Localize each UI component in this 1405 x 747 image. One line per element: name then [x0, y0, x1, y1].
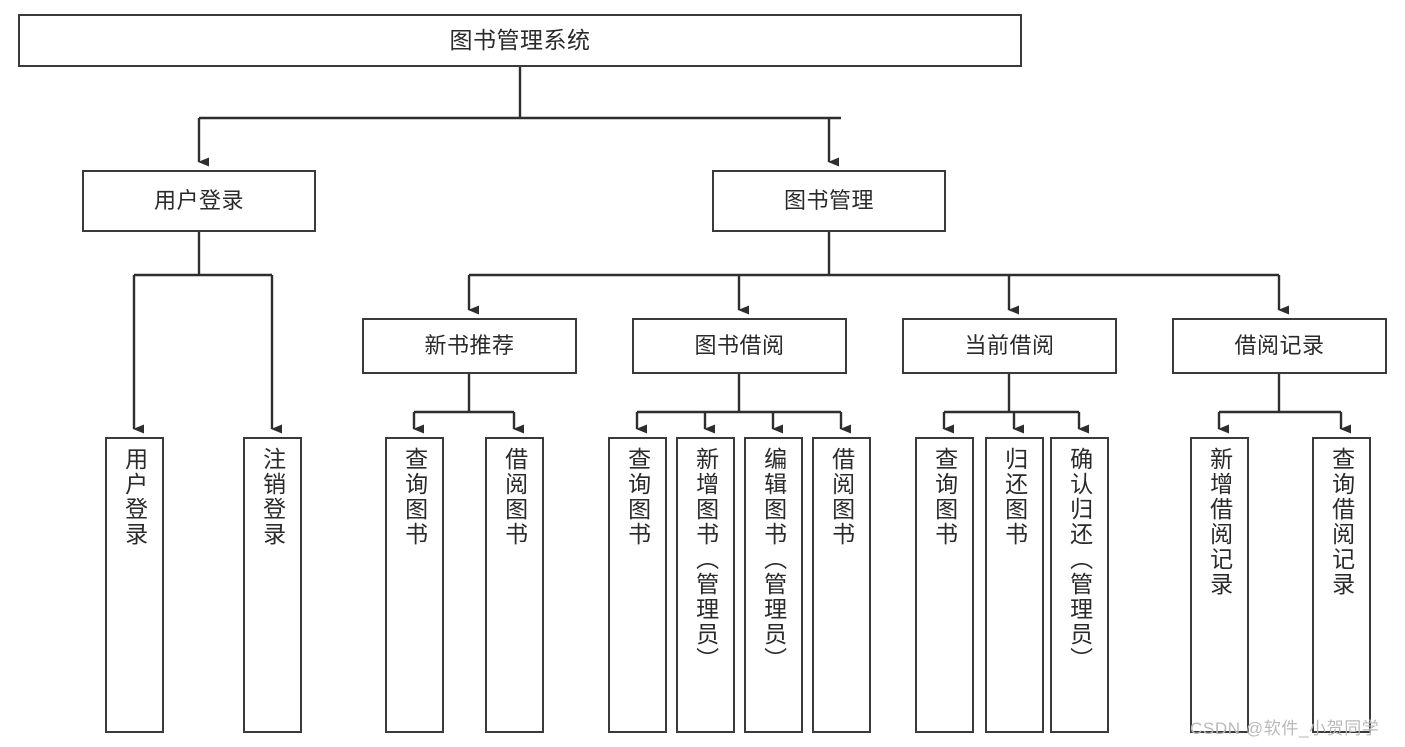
node-leaf-query-book-3[interactable]: 查询图书	[915, 437, 974, 733]
node-user-login[interactable]: 用户登录	[82, 170, 316, 232]
node-leaf-borrow-book-2[interactable]: 借阅图书	[812, 437, 871, 733]
node-leaf-query-book-2[interactable]: 查询图书	[608, 437, 667, 733]
node-leaf-add-book[interactable]: 新增图书（管理员）	[676, 437, 735, 733]
node-leaf-return-book-label: 归还图书	[1001, 447, 1028, 547]
node-leaf-query-book-1-label: 查询图书	[401, 447, 428, 547]
node-leaf-confirm-return-label: 确认归还（管理员）	[1066, 447, 1093, 672]
watermark: CSDN @软件_小贺同学	[1190, 719, 1380, 738]
node-leaf-user-logout-label: 注销登录	[259, 447, 286, 547]
node-leaf-return-book[interactable]: 归还图书	[985, 437, 1044, 733]
node-leaf-edit-book-label: 编辑图书（管理员）	[760, 447, 787, 672]
node-leaf-add-book-label: 新增图书（管理员）	[692, 447, 719, 672]
node-book-manage[interactable]: 图书管理	[712, 170, 946, 232]
node-leaf-query-book-3-label: 查询图书	[931, 447, 958, 547]
node-root-label: 图书管理系统	[449, 26, 591, 53]
node-leaf-confirm-return[interactable]: 确认归还（管理员）	[1050, 437, 1109, 733]
node-borrow-record-label: 借阅记录	[1234, 332, 1325, 358]
node-new-book-recommend[interactable]: 新书推荐	[362, 318, 577, 374]
node-leaf-user-login-label: 用户登录	[121, 447, 148, 547]
node-user-login-label: 用户登录	[153, 187, 244, 213]
node-new-book-recommend-label: 新书推荐	[424, 332, 515, 358]
node-current-borrow-label: 当前借阅	[964, 332, 1055, 358]
node-book-borrow[interactable]: 图书借阅	[632, 318, 847, 374]
node-leaf-user-login[interactable]: 用户登录	[105, 437, 164, 733]
node-leaf-user-logout[interactable]: 注销登录	[243, 437, 302, 733]
node-leaf-borrow-book-1-label: 借阅图书	[501, 447, 528, 547]
node-leaf-add-borrow-record-label: 新增借阅记录	[1206, 447, 1233, 597]
node-root[interactable]: 图书管理系统	[18, 14, 1022, 67]
node-current-borrow[interactable]: 当前借阅	[902, 318, 1117, 374]
node-leaf-query-book-2-label: 查询图书	[624, 447, 651, 547]
node-leaf-edit-book[interactable]: 编辑图书（管理员）	[744, 437, 803, 733]
node-leaf-borrow-book-2-label: 借阅图书	[828, 447, 855, 547]
node-book-manage-label: 图书管理	[783, 187, 874, 213]
node-leaf-query-book-1[interactable]: 查询图书	[385, 437, 444, 733]
node-leaf-query-borrow-record[interactable]: 查询借阅记录	[1312, 437, 1371, 733]
node-book-borrow-label: 图书借阅	[694, 332, 785, 358]
node-leaf-borrow-book-1[interactable]: 借阅图书	[485, 437, 544, 733]
node-leaf-query-borrow-record-label: 查询借阅记录	[1328, 447, 1355, 597]
node-leaf-add-borrow-record[interactable]: 新增借阅记录	[1190, 437, 1249, 733]
node-borrow-record[interactable]: 借阅记录	[1172, 318, 1387, 374]
